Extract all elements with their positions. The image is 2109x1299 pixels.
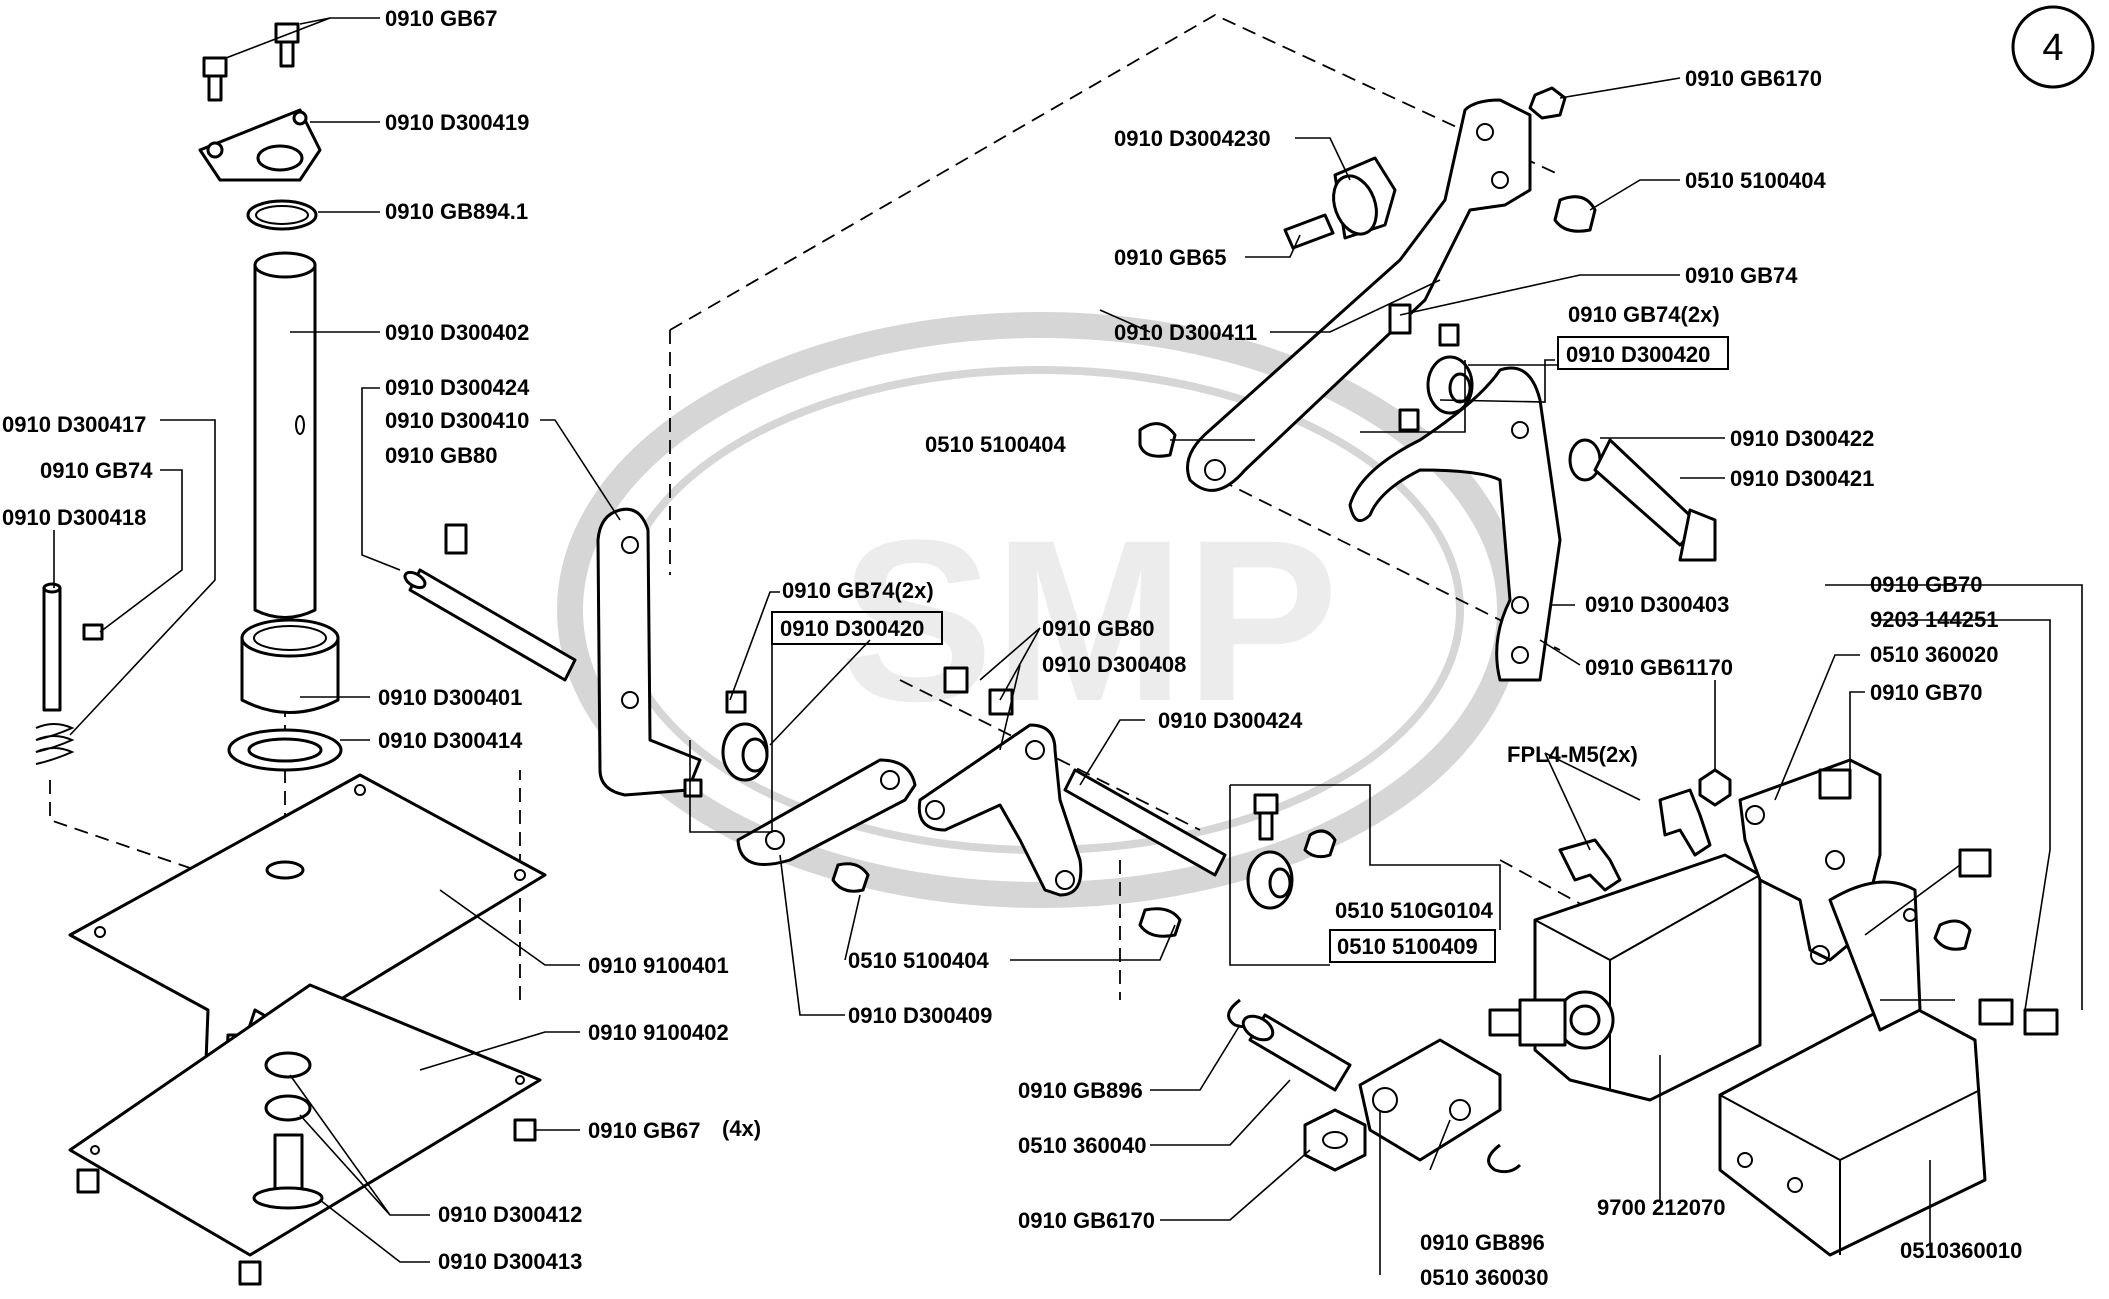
label-0510-360030: 0510 360030	[1420, 1265, 1548, 1290]
label-0910-gb74-2x-top: 0910 GB74(2x)	[1568, 302, 1720, 327]
callout-boxes	[689, 336, 1729, 966]
label-0510-5100409: 0510 5100409	[1337, 934, 1478, 959]
label-0910-gb80-center: 0910 GB80	[1042, 616, 1155, 641]
label-0910-d300422: 0910 D300422	[1730, 426, 1874, 451]
label-0910-gb74-2x-center: 0910 GB74(2x)	[782, 578, 934, 603]
label-0910-gb80-left: 0910 GB80	[385, 443, 498, 468]
label-0910-gb67-top: 0910 GB67	[385, 6, 498, 31]
label-9700-212070: 9700 212070	[1597, 1195, 1725, 1220]
leader-lines	[53, 17, 2083, 1275]
label-0910-d300403: 0910 D300403	[1585, 592, 1729, 617]
label-0510-360040: 0510 360040	[1018, 1133, 1146, 1158]
label-0910-gb896-right: 0910 GB896	[1420, 1230, 1545, 1255]
label-0510-5100404-top: 0510 5100404	[1685, 168, 1826, 193]
label-0910-d300411: 0910 D300411	[1114, 320, 1257, 345]
page-number: 4	[2042, 27, 2063, 69]
label-0510-5100404-mid: 0510 5100404	[925, 432, 1066, 457]
label-0910-d300410: 0910 D300410	[385, 408, 529, 433]
label-0910-gb67-bottom: 0910 GB67	[588, 1118, 701, 1143]
label-0910-d300424-left: 0910 D300424	[385, 375, 530, 400]
label-0910-d300419: 0910 D300419	[385, 110, 529, 135]
label-0910-d300413: 0910 D300413	[438, 1249, 582, 1274]
label-0910-gb74-top: 0910 GB74	[1685, 263, 1798, 288]
watermark-logo: SMP	[557, 312, 1523, 908]
label-0510-5100404-center: 0510 5100404	[848, 948, 989, 973]
label-0910-gb65: 0910 GB65	[1114, 245, 1227, 270]
label-0910-gb70-top: 0910 GB70	[1870, 572, 1983, 597]
label-0910-gb894-1: 0910 GB894.1	[385, 199, 528, 224]
label-0510-360020: 0510 360020	[1870, 642, 1998, 667]
label-0510360010: 0510360010	[1900, 1238, 2022, 1263]
label-0910-d3004230: 0910 D3004230	[1114, 126, 1271, 151]
lower-right-assembly	[1488, 758, 2059, 1257]
center-assembly	[403, 507, 1522, 1174]
label-0910-gb6170-top: 0910 GB6170	[1685, 66, 1822, 91]
label-0910-9100402: 0910 9100402	[588, 1020, 729, 1045]
label-quantity-4x: (4x)	[722, 1116, 761, 1141]
page-number-badge: 4	[2011, 5, 2095, 89]
label-9203-144251: 9203 144251	[1870, 607, 1998, 632]
label-0910-d300417: 0910 D300417	[2, 412, 146, 437]
label-0910-gb74-left: 0910 GB74	[40, 458, 153, 483]
label-0910-gb896-left: 0910 GB896	[1018, 1078, 1143, 1103]
label-0910-d300421: 0910 D300421	[1730, 466, 1874, 491]
label-0910-gb61170: 0910 GB61170	[1585, 655, 1733, 680]
label-0910-gb6170-bottom: 0910 GB6170	[1018, 1208, 1155, 1233]
label-0910-d300401: 0910 D300401	[378, 685, 522, 710]
label-0910-d300424-center: 0910 D300424	[1158, 708, 1303, 733]
label-0910-d300402: 0910 D300402	[385, 320, 529, 345]
label-0910-d300420-center: 0910 D300420	[780, 616, 924, 641]
label-0910-9100401: 0910 9100401	[588, 953, 729, 978]
label-0910-d300409: 0910 D300409	[848, 1003, 992, 1028]
label-0910-gb70-mid: 0910 GB70	[1870, 680, 1983, 705]
label-0910-d300420-top: 0910 D300420	[1566, 342, 1710, 367]
label-0910-d300414: 0910 D300414	[378, 728, 523, 753]
part-labels: 0910 GB67 0910 D300419 0910 GB894.1 0910…	[2, 6, 2022, 1290]
label-0910-d300418: 0910 D300418	[2, 505, 146, 530]
label-fpl4-m5-2x: FPL4-M5(2x)	[1507, 742, 1638, 767]
label-0910-d300408: 0910 D300408	[1042, 652, 1186, 677]
label-0910-d300412: 0910 D300412	[438, 1202, 582, 1227]
label-0510-510g0104: 0510 510G0104	[1335, 898, 1494, 923]
svg-text:SMP: SMP	[840, 492, 1338, 749]
